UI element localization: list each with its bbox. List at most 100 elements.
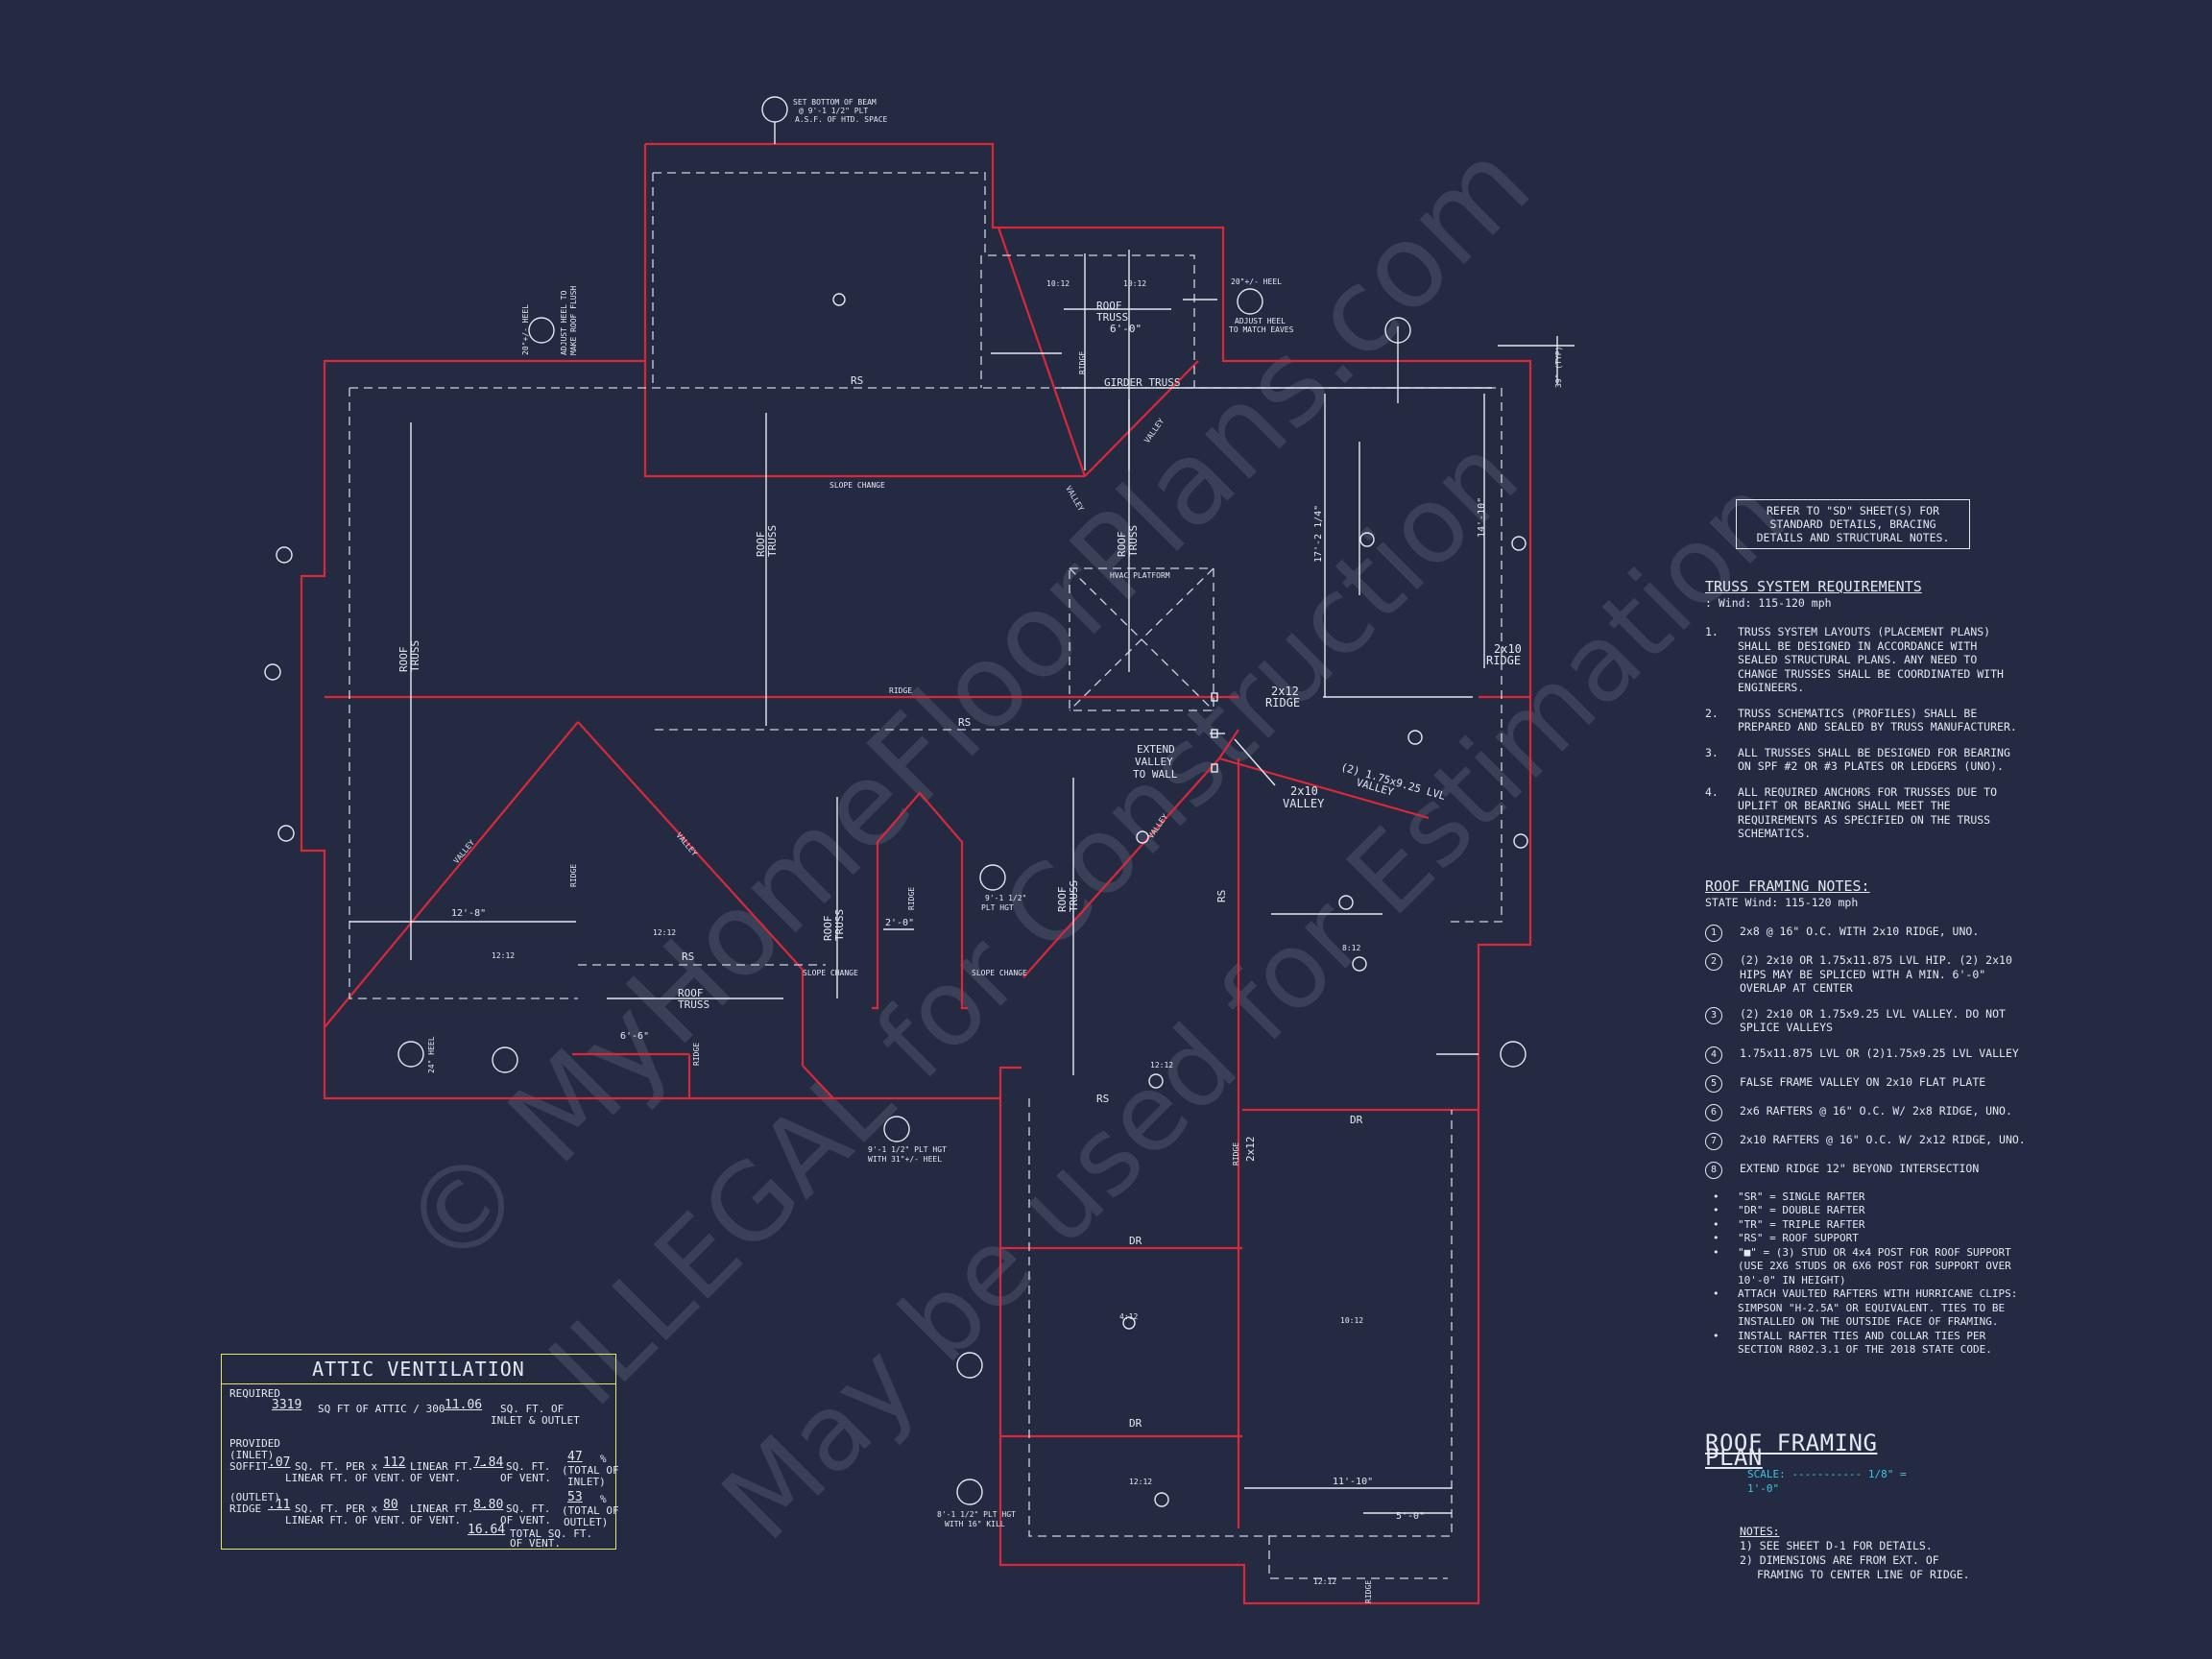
attic-ridge-lf: 80: [383, 1498, 398, 1512]
framing-bullet: •INSTALL RAFTER TIES AND COLLAR TIES PER…: [1705, 1330, 2032, 1358]
attic-sqft-value: 3319: [272, 1398, 302, 1412]
attic-linear-vent-2: LINEAR FT. OF VENT.: [285, 1514, 406, 1527]
item-number-circle: 8: [1705, 1161, 1722, 1179]
attic-required-formula: SQ FT OF ATTIC / 300 =: [318, 1403, 458, 1415]
label-valley-3: VALLEY: [452, 838, 477, 865]
attic-ventilation-table: ATTIC VENTILATION REQUIRED 3319 SQ FT OF…: [221, 1354, 619, 1550]
label-slope-change-top: SLOPE CHANGE: [830, 481, 885, 490]
label-roof-truss-mid: ROOF: [755, 532, 767, 558]
framing-note-item: 2(2) 2x10 OR 1.75x11.875 LVL HIP. (2) 2x…: [1705, 953, 2032, 996]
label-roof-truss-low2: ROOF: [822, 916, 834, 942]
attic-soffit-rate: .07: [268, 1455, 291, 1470]
label-pitch-1: 10:12: [1046, 279, 1070, 288]
label-dr-3: DR: [1129, 1417, 1142, 1430]
label-dim-17-2: 17'-2 1/4": [1313, 505, 1324, 563]
attic-of-vent-2: OF VENT.: [500, 1472, 551, 1484]
attic-provided-label: PROVIDED: [229, 1437, 280, 1450]
attic-of-vent: OF VENT.: [410, 1472, 461, 1484]
label-truss-low3: TRUSS: [1068, 880, 1080, 912]
attic-ridge-sqft: SQ. FT.: [506, 1503, 551, 1515]
item-text: (2) 2x10 OR 1.75x11.875 LVL HIP. (2) 2x1…: [1740, 953, 2012, 995]
label-dim-14-10: 14'-10": [1477, 497, 1487, 538]
label-dr-1: DR: [1350, 1114, 1363, 1126]
roof-framing-notes: ROOF FRAMING NOTES: STATE Wind: 115-120 …: [1705, 879, 2032, 1358]
label-dim-12-8: 12'-8": [451, 908, 486, 919]
label-roof-truss-left: ROOF: [397, 647, 410, 673]
bullet-text: ATTACH VAULTED RAFTERS WITH HURRICANE CL…: [1738, 1287, 2018, 1328]
attic-of-vent-3: OF VENT.: [410, 1514, 461, 1527]
label-pitch-8: 10:12: [1340, 1316, 1363, 1325]
reference-note-line-2: STANDARD DETAILS, BRACING: [1769, 517, 1936, 531]
bullet-text: "RS" = ROOF SUPPORT: [1738, 1232, 1859, 1244]
label-dim-39: 39" (TYP): [1554, 347, 1563, 388]
label-set-bottom-beam-3: A.S.F. OF HTD. SPACE: [795, 115, 888, 124]
item-number-circle: 3: [1705, 1006, 1722, 1024]
label-2x12-ridge: RIDGE: [1265, 696, 1300, 709]
attic-soffit-area: 7.84: [473, 1455, 504, 1470]
label-pitch-5: 12:12: [1150, 1061, 1173, 1070]
bullet-text: "DR" = DOUBLE RAFTER: [1738, 1204, 1865, 1216]
attic-soffit-label: SOFFIT: [229, 1460, 268, 1473]
bullet-text: "SR" = SINGLE RAFTER: [1738, 1190, 1865, 1203]
watermark-line-1: © MyHomeFloorPlans.com: [376, 117, 1555, 1296]
general-note-2: 2) DIMENSIONS ARE FROM EXT. OF: [1740, 1553, 1939, 1567]
label-extend-2: VALLEY: [1135, 756, 1173, 768]
bullet-text: INSTALL RAFTER TIES AND COLLAR TIES PER …: [1738, 1329, 1992, 1357]
label-plt-hgt-3b: WITH 16" KILL: [945, 1520, 1005, 1528]
label-plt-hgt: 9'-1 1/2": [985, 894, 1026, 902]
truss-system-requirements: TRUSS SYSTEM REQUIREMENTS : Wind: 115-12…: [1705, 580, 2022, 853]
label-adjust-heel: ADJUST HEEL: [1235, 317, 1286, 325]
label-plt-hgt-3: 8'-1 1/2" PLT HGT: [937, 1510, 1016, 1519]
label-truss-left: TRUSS: [409, 640, 421, 672]
label-dim-6-6: 6'-6": [620, 1031, 649, 1042]
attic-percent-sign: %: [600, 1453, 607, 1465]
item-text: (2) 2x10 OR 1.75x9.25 LVL VALLEY. DO NOT…: [1740, 1006, 2006, 1035]
framing-notes-heading: ROOF FRAMING NOTES:: [1705, 878, 1870, 895]
label-valley-4: VALLEY: [674, 831, 699, 858]
label-ridge-vertical-b: RIDGE: [1232, 1142, 1240, 1166]
attic-ridge-lf-eq: LINEAR FT. =: [410, 1503, 487, 1515]
drawing-title-block: ROOF FRAMING PLAN SCALE: ----------- 1/8…: [1705, 1431, 1926, 1496]
attic-inlet-label: (INLET): [229, 1449, 275, 1461]
label-ridge-bottom: RIDGE: [1364, 1580, 1373, 1603]
attic-ridge-rate: .11: [268, 1498, 291, 1512]
label-pitch-3: 12:12: [653, 928, 676, 937]
label-plt-hgt-b: PLT HGT: [981, 903, 1014, 912]
attic-ridge-per: SQ. FT. PER x: [295, 1503, 378, 1515]
label-set-bottom-beam-2: @ 9'-1 1/2" PLT: [799, 107, 868, 115]
item-number-circle: 4: [1705, 1046, 1722, 1064]
attic-ridge-area: 8.80: [473, 1498, 504, 1512]
label-dr-2: DR: [1129, 1235, 1142, 1247]
label-2x10-valley-a: 2x10: [1290, 784, 1318, 798]
item-number: 1.: [1705, 625, 1719, 638]
framing-bullet: •"SR" = SINGLE RAFTER: [1713, 1190, 1865, 1203]
general-note-3: FRAMING TO CENTER LINE OF RIDGE.: [1757, 1568, 1970, 1581]
label-truss-low: TRUSS: [678, 998, 709, 1011]
label-roof-truss-top: ROOF: [1096, 300, 1122, 312]
bullet-text: "TR" = TRIPLE RAFTER: [1738, 1217, 1865, 1231]
label-slope-change-b: SLOPE CHANGE: [972, 969, 1027, 977]
label-heel-left-1: 20"+/- HEEL: [521, 304, 530, 355]
attic-soffit-per: SQ. FT. PER x: [295, 1460, 378, 1473]
label-extend-3: TO WALL: [1133, 768, 1178, 781]
attic-of-vent-4: OF VENT.: [500, 1514, 551, 1527]
reference-note-line-3: DETAILS AND STRUCTURAL NOTES.: [1756, 531, 1950, 544]
drawing-scale: SCALE: ----------- 1/8" = 1'-0": [1747, 1468, 1907, 1495]
item-text: TRUSS SYSTEM LAYOUTS (PLACEMENT PLANS) S…: [1738, 625, 2004, 694]
label-rs-left: RS: [682, 950, 694, 963]
label-dim-2-0: 2'-0": [885, 918, 914, 928]
item-text: ALL TRUSSES SHALL BE DESIGNED FOR BEARIN…: [1738, 745, 2010, 774]
label-heel-left-2: ADJUST HEEL TO: [560, 290, 568, 355]
label-pitch-2: 10:12: [1123, 279, 1146, 288]
framing-bullet: •ATTACH VAULTED RAFTERS WITH HURRICANE C…: [1705, 1287, 2032, 1330]
label-heel-20: 20"+/- HEEL: [1231, 277, 1282, 286]
framing-bullet: •"■" = (3) STUD OR 4x4 POST FOR ROOF SUP…: [1705, 1246, 2032, 1288]
label-ridge-small: RIDGE: [907, 887, 916, 910]
label-slope-change-a: SLOPE CHANGE: [803, 969, 858, 977]
label-ridge-left: RIDGE: [569, 864, 578, 887]
